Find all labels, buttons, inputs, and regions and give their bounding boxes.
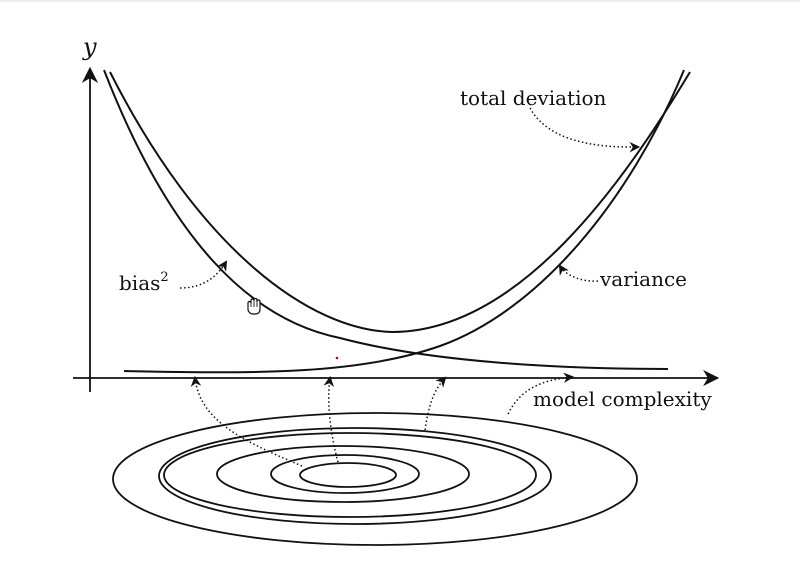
bias-label-base: bias xyxy=(119,271,160,295)
bias-squared-curve xyxy=(103,69,669,370)
y-axis-label: y xyxy=(82,33,97,61)
model-space-ring-2 xyxy=(158,427,552,525)
complexity-arrow-1 xyxy=(190,375,303,467)
variance-curve xyxy=(123,69,685,374)
hand-grab-icon xyxy=(247,297,261,315)
total-deviation-curve xyxy=(109,71,691,334)
bias-label-exponent: 2 xyxy=(160,270,168,285)
x-axis-label: model complexity xyxy=(533,387,712,411)
total-deviation-pointer xyxy=(529,107,641,153)
variance-label: variance xyxy=(599,267,687,291)
model-space-ring-3 xyxy=(163,432,537,518)
complexity-arrow-2 xyxy=(323,375,339,463)
model-space-ring-4 xyxy=(216,445,470,503)
total-deviation-label: total deviation xyxy=(460,86,607,110)
model-space-ring-1 xyxy=(112,412,638,546)
variance-pointer xyxy=(558,264,599,282)
model-space-ring-6 xyxy=(299,462,397,488)
red-marker-dot xyxy=(335,356,339,360)
bias-squared-label: bias2 xyxy=(119,270,169,295)
complexity-arrow-4 xyxy=(507,372,575,415)
model-space-ring-5 xyxy=(270,454,420,494)
complexity-arrow-3 xyxy=(424,376,447,431)
